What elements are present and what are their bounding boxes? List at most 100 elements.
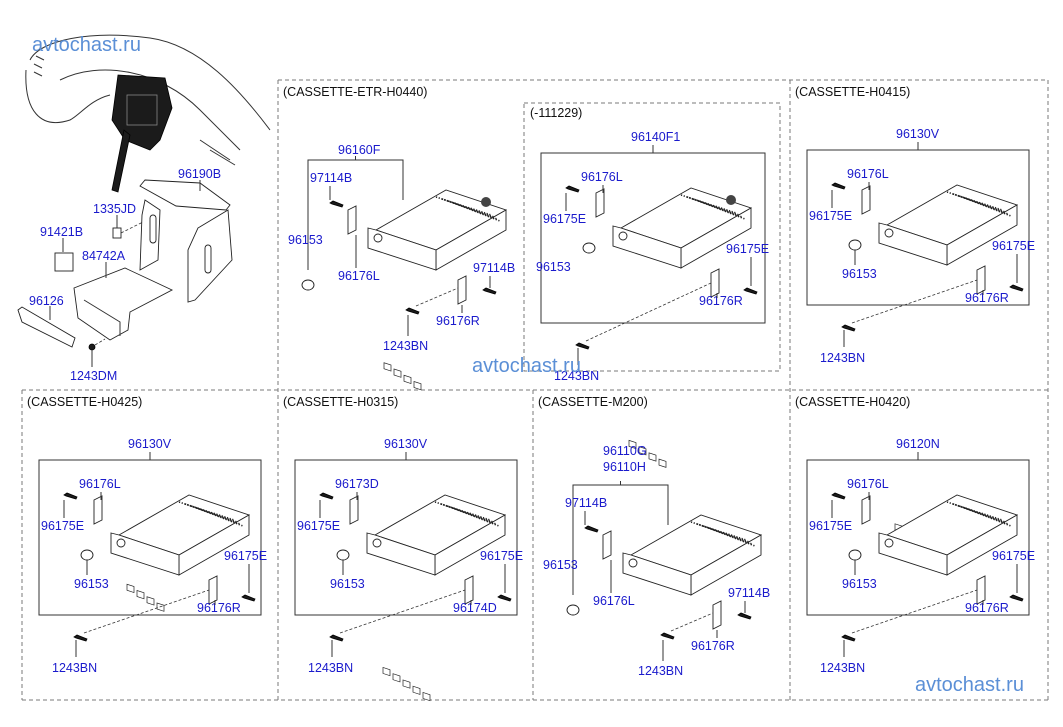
part-label[interactable]: 96176L [847, 167, 889, 181]
screw-1243bn [329, 634, 344, 642]
label-plate-91421b [54, 252, 74, 272]
screw-right [743, 287, 758, 295]
part-label[interactable]: 96175E [809, 209, 852, 223]
part-label[interactable]: 96153 [842, 267, 877, 281]
dashboard-outline [29, 34, 271, 131]
panel-h0415: (CASSETTE-H0415) 96130V 96176L 96175E 96153 9… [795, 85, 1035, 552]
panel-h0425: (CASSETTE-H0425)96130V96176L96175E961539… [27, 395, 267, 675]
bracket-right [712, 600, 722, 630]
part-label[interactable]: 97114B [728, 586, 770, 600]
part-label[interactable]: 96126 [29, 294, 64, 308]
radio-unit [622, 514, 763, 596]
part-label[interactable]: 96153 [330, 577, 365, 591]
part-label[interactable]: 91421B [40, 225, 83, 239]
assembly-label[interactable]: 96110H [603, 460, 646, 474]
radio-knob [116, 538, 126, 548]
part-label[interactable]: 96175E [543, 212, 586, 226]
radio-button [413, 381, 422, 391]
part-label[interactable]: 97114B [565, 496, 607, 510]
part-label[interactable]: 1243BN [820, 661, 865, 675]
part-label[interactable]: 1243BN [383, 339, 428, 353]
assembly-label[interactable]: 96110G [603, 444, 647, 458]
panel-h0420: (CASSETTE-H0420) 96120N 96176L 96175E 96153 9… [795, 395, 1035, 675]
part-label[interactable]: 96153 [543, 558, 578, 572]
radio-button [126, 583, 135, 594]
part-label[interactable]: 96153 [536, 260, 571, 274]
radio-button [156, 602, 165, 612]
radio-front [366, 532, 436, 576]
part-label[interactable]: 96176L [581, 170, 623, 184]
screw-right [737, 612, 752, 620]
part-label[interactable]: 96175E [726, 242, 769, 256]
part-label[interactable]: 96175E [297, 519, 340, 533]
part-label[interactable]: 96175E [224, 549, 267, 563]
part-label[interactable]: 96176R [691, 639, 735, 653]
bracket-slot-left [149, 214, 157, 244]
part-label[interactable]: 96173D [335, 477, 379, 491]
part-label[interactable]: 1243BN [638, 664, 683, 678]
radio-button [648, 452, 657, 462]
part-label[interactable]: 96176R [197, 601, 241, 615]
part-label[interactable]: 1243BN [52, 661, 97, 675]
assembly-label[interactable]: 96160F [338, 143, 381, 157]
leader-line [851, 589, 978, 634]
part-label[interactable]: 96175E [480, 549, 523, 563]
screw-right [241, 594, 256, 602]
cover-96126 [17, 306, 76, 348]
radio-front [878, 222, 948, 266]
head-unit-location [111, 74, 173, 151]
part-label[interactable]: 96175E [809, 519, 852, 533]
part-label[interactable]: 96176L [847, 477, 889, 491]
part-label[interactable]: 96190B [178, 167, 221, 181]
screw-left [831, 182, 846, 190]
assembly-label[interactable]: 96130V [896, 127, 940, 141]
part-label[interactable]: 1243DM [70, 369, 117, 383]
part-label[interactable]: 1243BN [820, 351, 865, 365]
screw-left [565, 185, 580, 193]
assembly-label[interactable]: 96130V [384, 437, 428, 451]
radio-button [136, 590, 145, 600]
knob-96153 [566, 604, 580, 616]
part-label[interactable]: 97114B [473, 261, 515, 275]
assembly-label[interactable]: 96120N [896, 437, 940, 451]
panel-title: (CASSETTE-H0420) [795, 395, 910, 409]
part-label[interactable]: 84742A [82, 249, 126, 263]
radio-unit [110, 494, 251, 612]
part-label[interactable]: 96153 [288, 233, 323, 247]
assembly-label[interactable]: 96130V [128, 437, 172, 451]
part-label[interactable]: 97114B [310, 171, 352, 185]
part-label[interactable]: 96176L [79, 477, 121, 491]
bracket-right [464, 575, 474, 605]
radio-unit [612, 187, 753, 468]
part-label[interactable]: 96153 [74, 577, 109, 591]
bracket-right [457, 275, 467, 305]
part-label[interactable]: 96175E [41, 519, 84, 533]
bracket-top [139, 179, 231, 211]
assembly-label[interactable]: 96140F1 [631, 130, 680, 144]
part-label[interactable]: 96176R [965, 291, 1009, 305]
part-label[interactable]: 96176R [436, 314, 480, 328]
part-label[interactable]: 96175E [992, 239, 1035, 253]
part-label[interactable]: 1335JD [93, 202, 136, 216]
radio-knob [372, 538, 382, 548]
radio-button [146, 596, 155, 606]
bracket-right [976, 265, 986, 295]
radio-front [612, 225, 682, 269]
part-label[interactable]: 1243BN [308, 661, 353, 675]
dashboard-vent-slats [33, 55, 45, 77]
pointer-arrow [111, 129, 131, 193]
part-label[interactable]: 96176R [965, 601, 1009, 615]
part-label[interactable]: 96176L [338, 269, 380, 283]
bracket-left [595, 188, 605, 218]
panel-title: (CASSETTE-H0415) [795, 85, 910, 99]
part-label[interactable]: 96176R [699, 294, 743, 308]
part-label[interactable]: 1243BN [554, 369, 599, 383]
part-label[interactable]: 96176L [593, 594, 635, 608]
screw-1243dm [88, 343, 96, 351]
radio-knob [884, 538, 894, 548]
part-label[interactable]: 96153 [842, 577, 877, 591]
leader-line [339, 589, 466, 634]
part-label[interactable]: 96175E [992, 549, 1035, 563]
part-label[interactable]: 96174D [453, 601, 497, 615]
panel-m200: (CASSETTE-M200)96110G96110H97114B9615396… [538, 395, 770, 678]
